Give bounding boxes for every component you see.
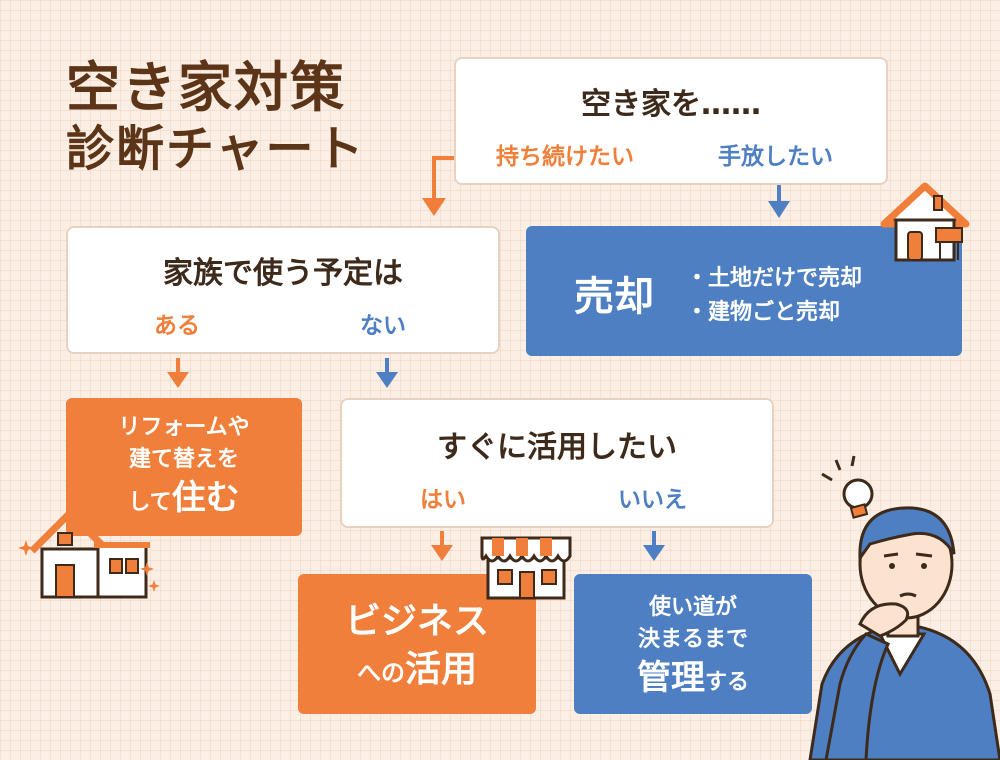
- question-box-1: 空き家を…… 持ち続けたい 手放したい: [454, 57, 888, 185]
- lightbulb-icon: [821, 455, 874, 519]
- question-3-text: すぐに活用したい: [437, 430, 677, 465]
- question-box-2: 家族で使う予定は ある ない: [66, 226, 500, 354]
- arrowhead-release: [768, 201, 790, 218]
- page-title: 空き家対策 診断チャート: [66, 58, 366, 176]
- manage-line3-big: 管理: [636, 658, 705, 698]
- sparkle-icon: [148, 580, 160, 592]
- result-sale-box: 売却 ・土地だけで売却 ・建物ごと売却: [526, 226, 962, 356]
- option-release: 手放したい: [718, 144, 833, 170]
- thinking-man-illustration: [808, 506, 1000, 760]
- result-reform-box: リフォームや 建て替えを して住む: [66, 398, 302, 536]
- reform-line1: リフォームや: [118, 415, 250, 440]
- reform-line3-big: 住む: [171, 478, 240, 518]
- manage-line2: 決まるまで: [637, 627, 748, 652]
- option-q2-no: ない: [360, 313, 406, 339]
- sale-item-1: ・土地だけで売却: [686, 266, 863, 291]
- title-line2: 診断チャート: [66, 121, 366, 178]
- arrow-keep: [432, 156, 455, 200]
- result-manage-box: 使い道が 決まるまで 管理する: [574, 574, 812, 714]
- business-line2-big: 活用: [404, 649, 477, 690]
- reform-line2: 建て替えを: [128, 447, 239, 472]
- arrowhead-q3-yes: [431, 545, 453, 561]
- sparkle-icon: [18, 540, 34, 556]
- business-line2-small: への: [356, 659, 405, 687]
- manage-line1: 使い道が: [648, 595, 737, 620]
- sale-item-2: ・建物ごと売却: [686, 300, 841, 325]
- arrowhead-keep: [422, 198, 446, 216]
- sale-label: 売却: [574, 274, 654, 320]
- question-box-3: すぐに活用したい はい いいえ: [340, 398, 774, 528]
- manage-line3-small: する: [704, 670, 749, 695]
- shop-icon: [480, 536, 572, 600]
- arrowhead-q2-yes: [167, 372, 189, 388]
- house-icon: [880, 182, 970, 262]
- house-icon: [29, 509, 150, 599]
- option-q3-no: いいえ: [618, 487, 687, 513]
- title-line1: 空き家対策: [66, 56, 346, 119]
- option-keep: 持ち続けたい: [496, 144, 634, 170]
- business-line1: ビジネス: [344, 601, 489, 642]
- arrowhead-q2-no: [376, 372, 398, 388]
- question-2-text: 家族で使う予定は: [163, 256, 403, 291]
- sparkle-icon: [140, 562, 154, 576]
- option-q2-yes: ある: [154, 313, 200, 339]
- reform-line3-small: して: [128, 490, 172, 515]
- arrowhead-q3-no: [643, 545, 665, 561]
- question-1-text: 空き家を……: [581, 87, 761, 122]
- option-q3-yes: はい: [420, 487, 466, 513]
